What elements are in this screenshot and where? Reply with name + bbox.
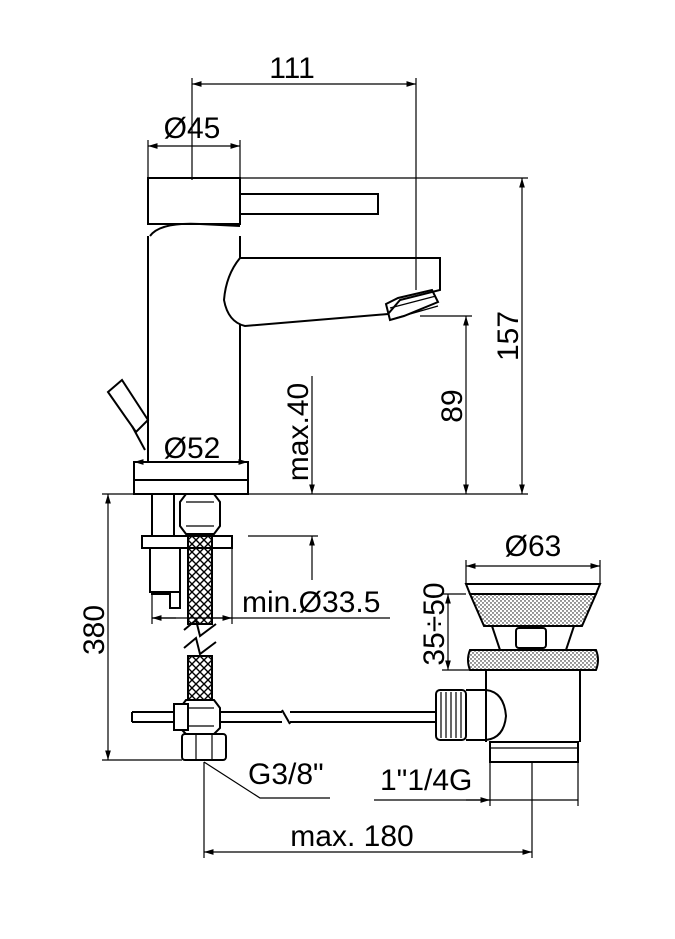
drain-rod-mid: [220, 711, 282, 723]
braided-hose-lower: [187, 655, 213, 701]
dimension-labels: 111 Ø45 Ø52 157 89 max.40 min.Ø33.5 380 …: [78, 52, 561, 853]
waste-overflow-slot: [515, 627, 547, 649]
waste-cap: [464, 583, 602, 595]
handle-lever: [239, 193, 379, 215]
dim-380-label: 380: [78, 605, 111, 655]
waste-flange: [468, 593, 598, 627]
dim-g38-label: G3/8": [248, 758, 324, 791]
handle-collar: [149, 222, 241, 237]
hose-top-nut: [179, 493, 221, 535]
dimension-lines: [102, 78, 601, 858]
dim-111-label: 111: [269, 52, 315, 85]
popup-waste: [435, 583, 602, 763]
body-cylinder: [147, 236, 241, 462]
aerator-detail: [389, 295, 439, 319]
dim-min-d335-label: min.Ø33.5: [242, 586, 380, 619]
popup-rod: [131, 425, 146, 451]
rod-break: [281, 709, 291, 725]
handle-top: [147, 177, 241, 225]
dim-g38-leader: [203, 761, 330, 799]
drain-rod-left: [131, 711, 178, 723]
hose-break-lower: [183, 636, 217, 656]
hose-break-upper: [183, 618, 217, 638]
waste-thread: [489, 741, 579, 763]
dim-max180-label: max. 180: [290, 820, 413, 853]
popup-knob: [106, 378, 150, 434]
waste-body: [485, 670, 581, 742]
dim-d52-label: Ø52: [164, 432, 221, 465]
dim-89-label: 89: [436, 389, 469, 422]
g38-nut: [181, 733, 227, 761]
body-base: [133, 461, 249, 495]
dim-35-50-label: 35÷50: [418, 582, 451, 665]
drain-rod-right: [290, 711, 436, 723]
rod-clamp: [173, 703, 189, 731]
waste-neck: [491, 625, 575, 651]
spout: [222, 257, 441, 328]
under-deck-assembly: [131, 493, 436, 761]
waste-washer: [467, 649, 599, 671]
dim-d63-label: Ø63: [505, 530, 562, 563]
faucet-body: [106, 177, 441, 495]
fixing-nut: [149, 547, 181, 593]
dim-157-label: 157: [492, 311, 525, 361]
stud-end: [169, 591, 181, 609]
dim-d45-label: Ø45: [164, 112, 221, 145]
braided-hose-upper: [187, 533, 213, 625]
aerator: [384, 288, 440, 322]
waste-side-arm: [466, 689, 508, 741]
dim-waste-thread-label: 1"1/4G: [380, 764, 472, 797]
dim-max40-label: max.40: [282, 383, 315, 481]
